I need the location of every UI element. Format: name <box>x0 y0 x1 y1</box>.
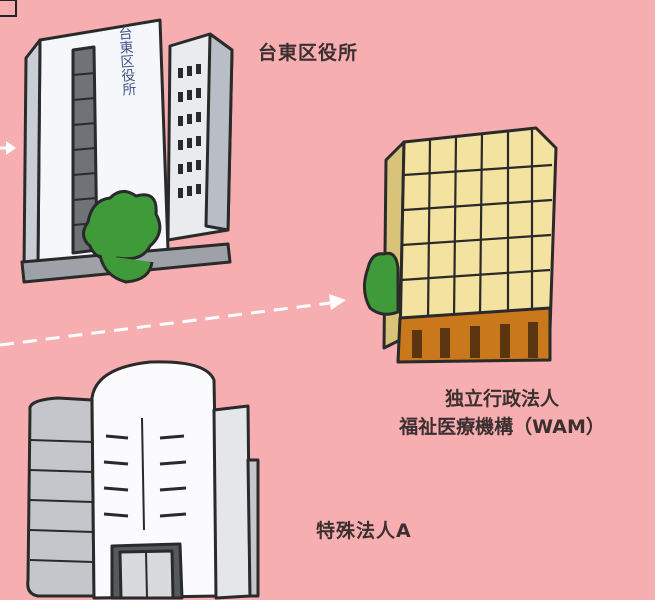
arrow-to-taito <box>0 141 16 155</box>
taito-building-sign: 台東区役所 <box>115 25 137 97</box>
special-corp-a-building <box>26 360 260 600</box>
label-special-corp-a: 特殊法人A <box>316 520 412 542</box>
wam-tree <box>363 251 400 316</box>
arrow-to-wam <box>0 294 346 347</box>
label-taito-ward-office: 台東区役所 <box>258 42 359 64</box>
wam-building <box>382 126 558 364</box>
taito-tree <box>82 190 162 284</box>
corner-fragment <box>0 0 17 17</box>
label-wam-line-1: 独立行政法人 <box>444 388 559 410</box>
label-wam: 独立行政法人 福祉医療機構（WAM） <box>352 386 652 441</box>
label-wam-line-2: 福祉医療機構（WAM） <box>399 415 605 438</box>
